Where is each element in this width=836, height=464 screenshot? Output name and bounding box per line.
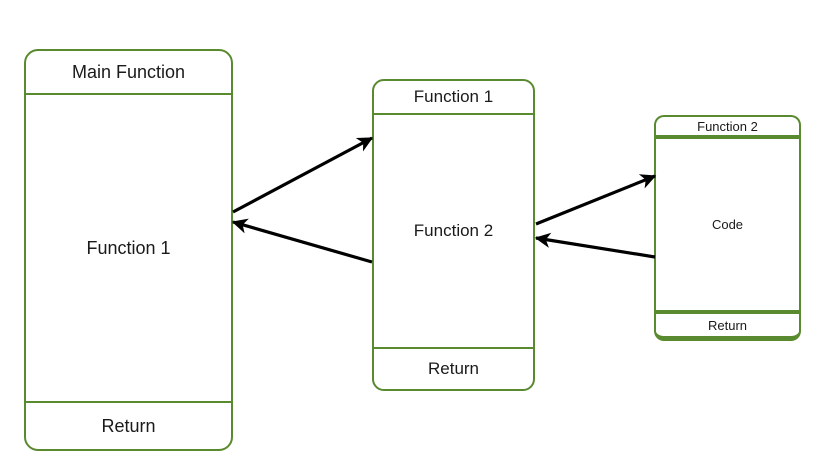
arrow-call-main-to-function-1 — [232, 136, 374, 214]
arrow-call-function-1-to-function-2 — [535, 174, 657, 226]
main-function-body: Function 1 — [86, 237, 171, 258]
main-function-box[interactable]: Main Function Function 1 Return — [24, 49, 233, 451]
function-1-header: Function 1 — [374, 81, 533, 115]
arrow-return-function-1-to-main — [231, 218, 373, 264]
function-2-body: Code — [711, 217, 744, 232]
function-2-return: Return — [656, 310, 799, 336]
function-1-return: Return — [374, 347, 533, 389]
function-1-body: Function 2 — [413, 221, 494, 240]
main-function-return: Return — [26, 401, 231, 449]
function-1-box[interactable]: Function 1 Function 2 Return — [372, 79, 535, 391]
main-function-header: Main Function — [26, 51, 231, 95]
function-2-box[interactable]: Function 2 Code Return — [654, 115, 801, 341]
function-2-header: Function 2 — [656, 117, 799, 139]
arrow-return-function-2-to-function-1 — [534, 232, 656, 259]
